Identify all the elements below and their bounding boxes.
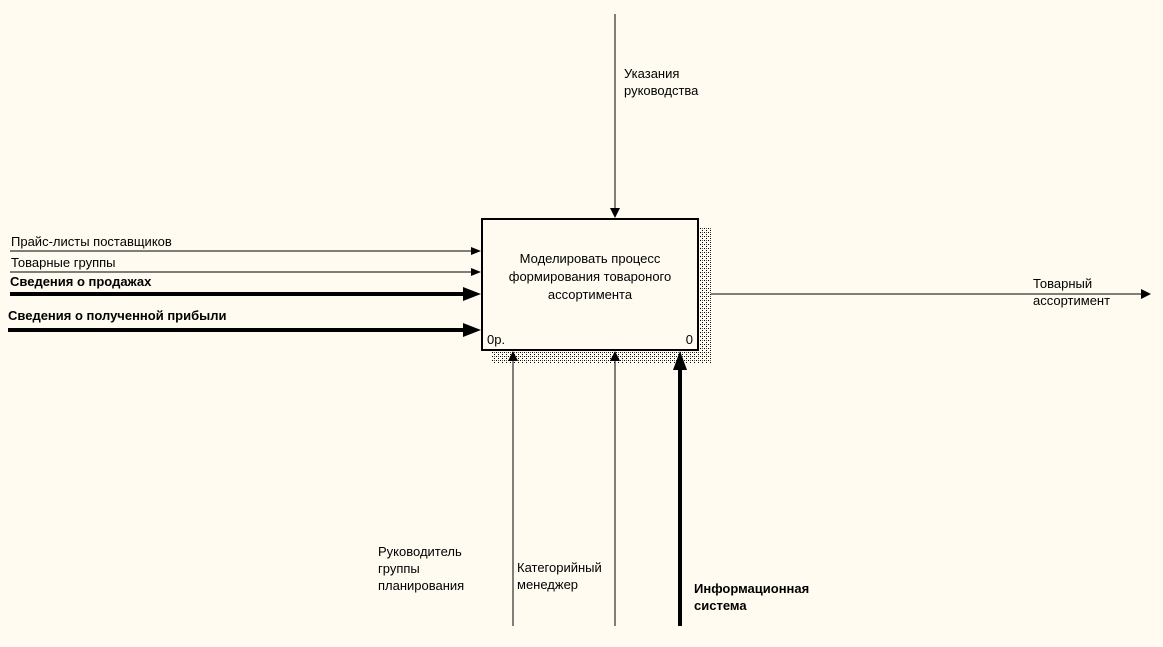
mechanism-arrowhead-2 xyxy=(610,351,620,361)
activity-box-shadow xyxy=(699,228,711,363)
activity-box-shadow-bottom xyxy=(491,351,711,363)
activity-number: 0 xyxy=(685,332,693,347)
input-arrowhead-4 xyxy=(463,323,481,337)
control-label: Указания руководства xyxy=(624,66,699,98)
input-arrowhead-2 xyxy=(471,268,481,276)
output-arrowhead xyxy=(1141,289,1151,299)
mechanism-label-2: Категорийный менеджер xyxy=(517,560,602,592)
input-label-2: Товарные группы xyxy=(11,255,116,270)
output-label: Товарный ассортимент xyxy=(1033,276,1111,308)
control-arrowhead xyxy=(610,208,620,218)
input-arrowhead-3 xyxy=(463,287,481,301)
input-label-1: Прайс-листы поставщиков xyxy=(11,234,172,249)
input-label-4: Сведения о полученной прибыли xyxy=(8,308,227,323)
mechanism-label-3: Информационная система xyxy=(694,581,810,613)
mechanism-label-1: Руководитель группы планирования xyxy=(378,544,465,593)
activity-title: Моделировать процесс формирования товаро… xyxy=(508,251,672,302)
activity-cost: 0р. xyxy=(487,332,506,347)
mechanism-arrowhead-3 xyxy=(673,351,687,370)
input-arrowhead-1 xyxy=(471,247,481,255)
input-label-3: Сведения о продажах xyxy=(10,274,152,289)
activity-box[interactable]: Моделировать процесс формирования товаро… xyxy=(481,218,699,351)
mechanism-arrowhead-1 xyxy=(508,351,518,361)
